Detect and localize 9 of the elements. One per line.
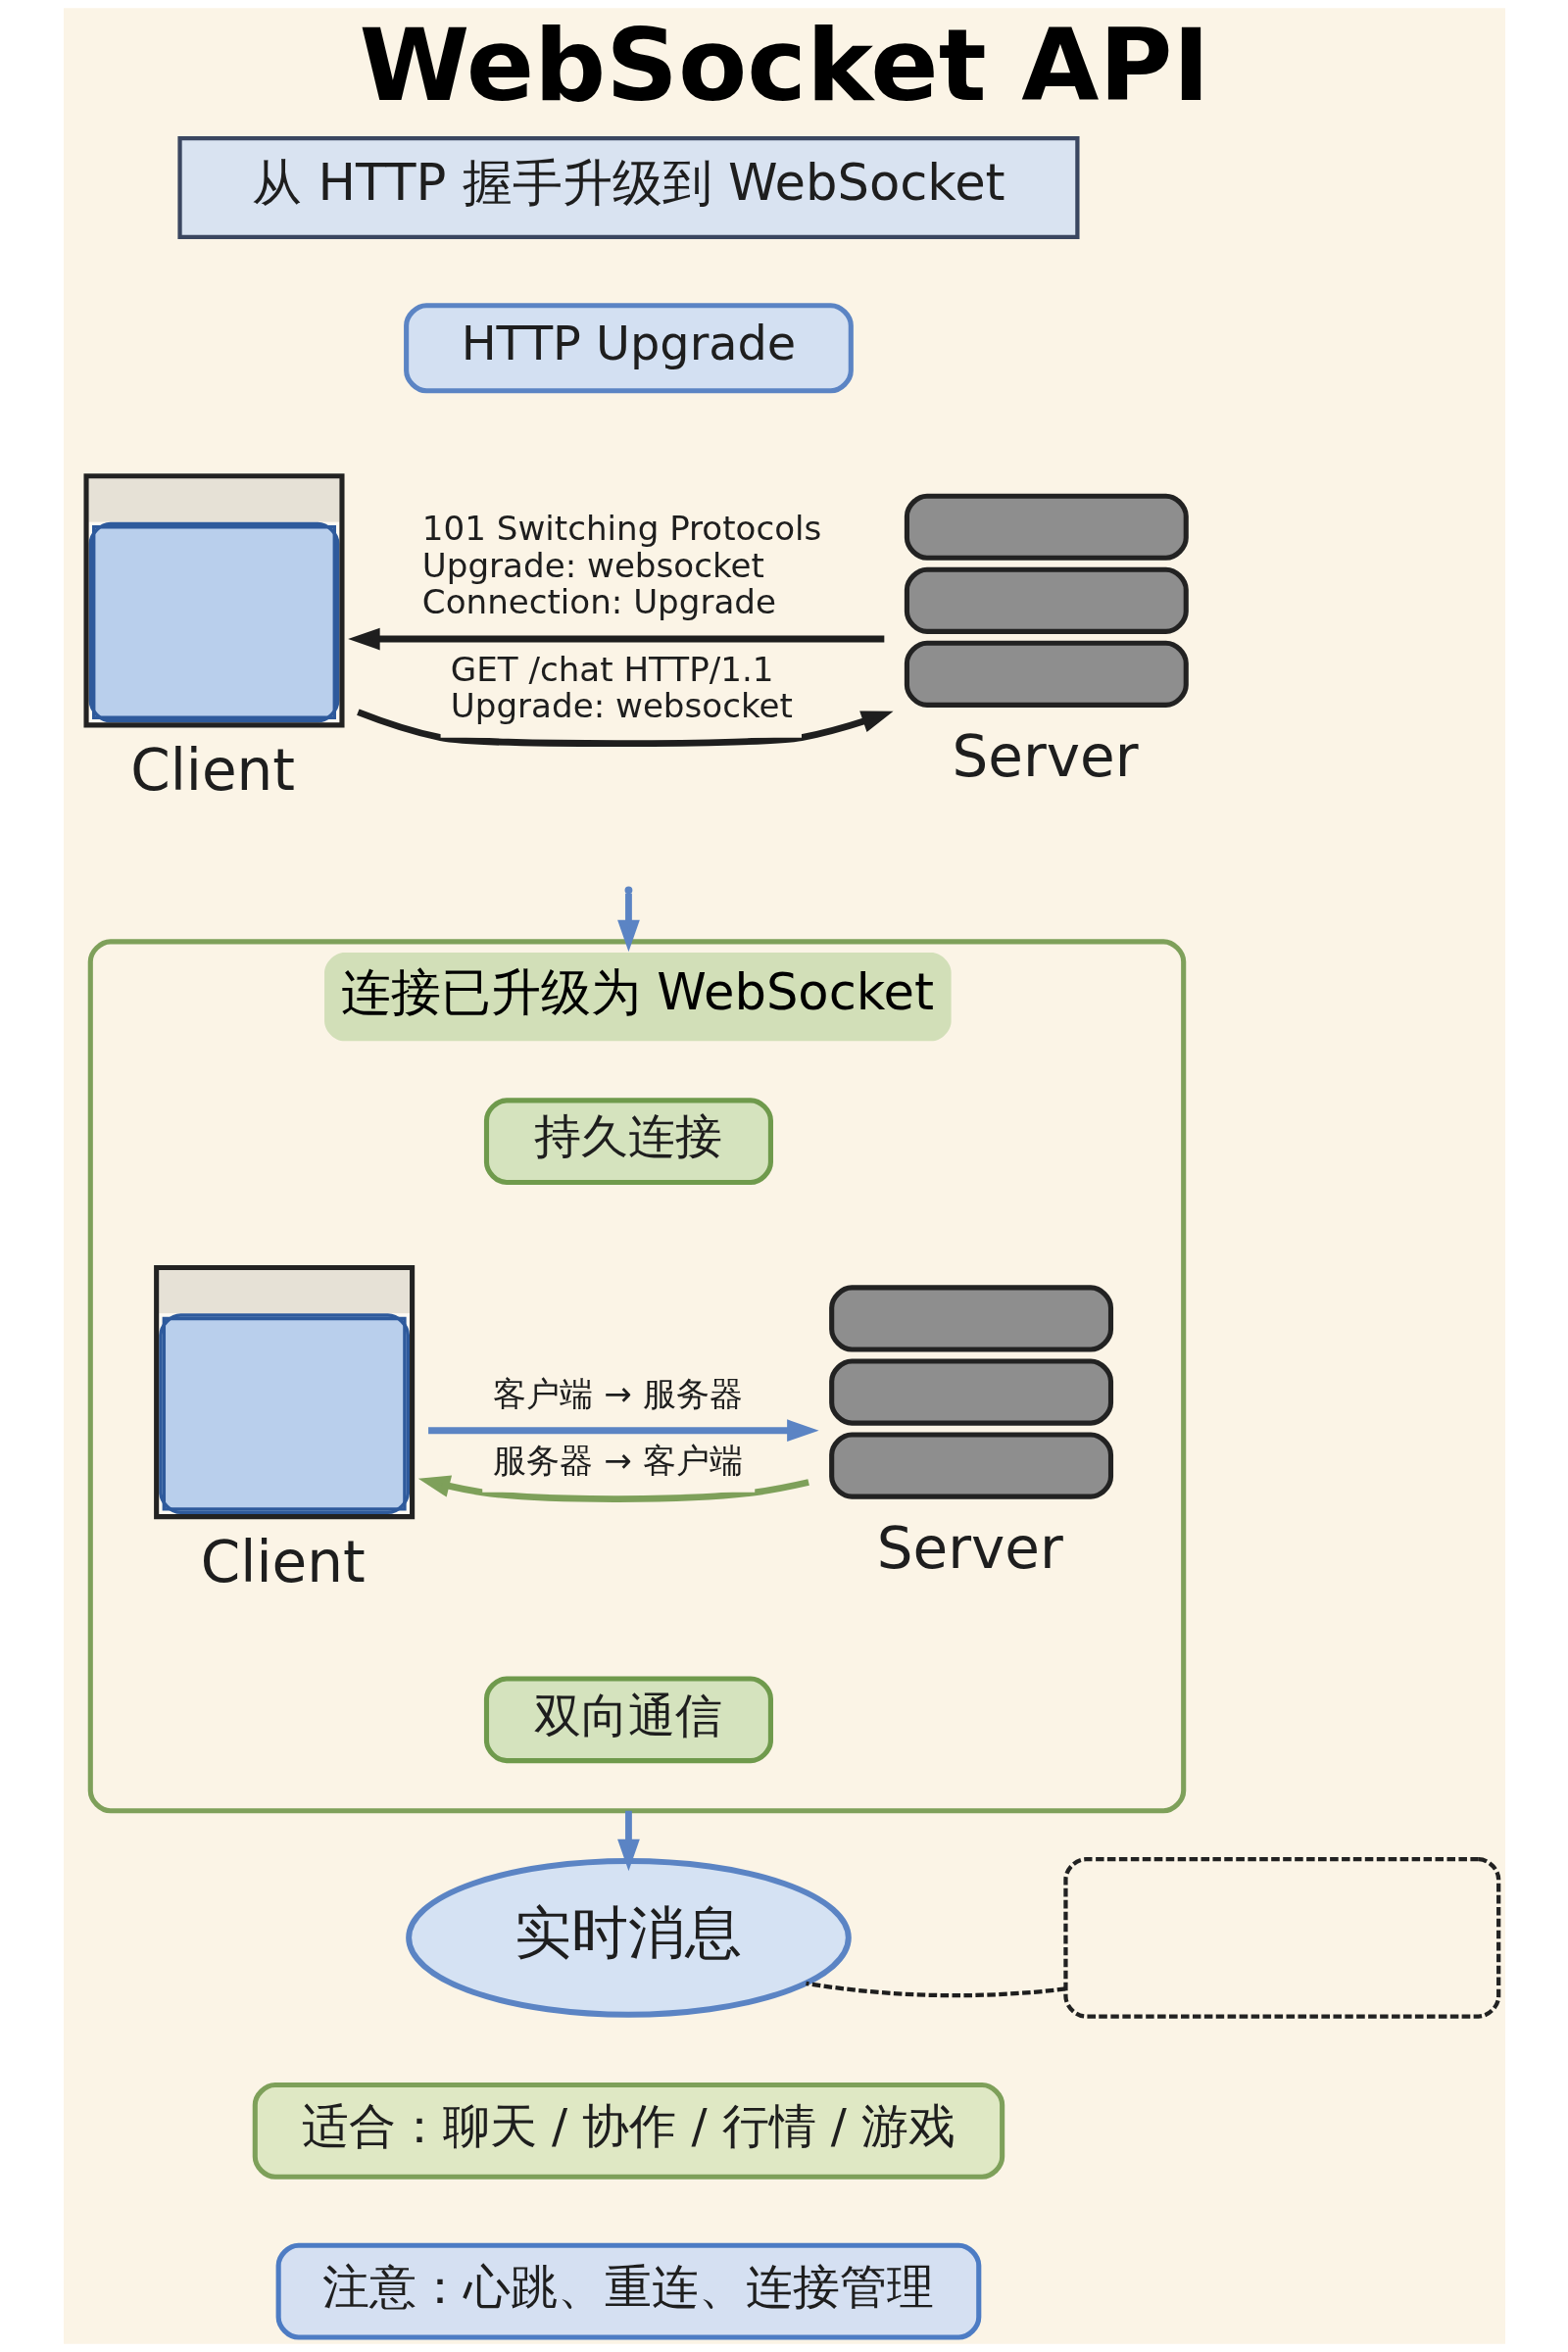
edge-label: 服务器 → 客户端 <box>492 1441 743 1481</box>
node-label: Server <box>951 723 1139 791</box>
node-label: Client <box>129 736 295 804</box>
node-label: Server <box>876 1514 1063 1582</box>
edge-label: GET /chat HTTP/1.1 Upgrade: websocket <box>450 649 793 726</box>
edge-label: 客户端 → 服务器 <box>492 1374 743 1414</box>
diagram-title: WebSocket API <box>358 6 1209 123</box>
edge-label: 101 Switching Protocols Upgrade: websocket Connection: Upgrade <box>421 509 821 622</box>
node-label: Client <box>200 1528 366 1595</box>
